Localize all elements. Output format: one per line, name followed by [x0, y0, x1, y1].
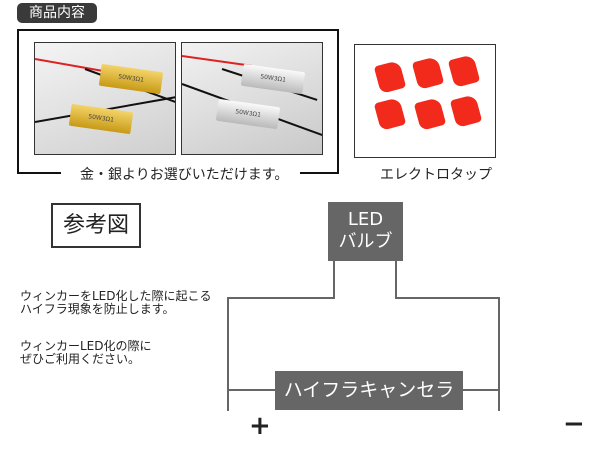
electro-tap-photo — [354, 44, 496, 158]
product-contents-tag: 商品内容 — [17, 3, 97, 23]
description-line: ウィンカーをLED化した際に起こる — [20, 289, 212, 303]
minus-terminal: − — [563, 409, 585, 439]
description-line: ぜひご利用ください。 — [20, 352, 141, 366]
description-line: ウィンカーLED化の際に — [20, 339, 152, 353]
resistor-label: 50W3Ω1 — [215, 98, 281, 130]
silver-resistor-photo: 50W3Ω1 50W3Ω1 — [181, 42, 323, 155]
reference-diagram-title: 参考図 — [51, 203, 141, 248]
resistor-label: 50W3Ω1 — [240, 63, 306, 95]
plus-terminal: + — [249, 411, 271, 441]
gold-resistor-photo: 50W3Ω1 50W3Ω1 — [34, 42, 176, 155]
led-label: LED — [347, 209, 384, 230]
color-choice-caption: 金・銀よりお選びいただけます。 — [80, 164, 289, 184]
hyperflash-canceller-box: ハイフラキャンセラー — [275, 371, 463, 440]
bulb-label: バルブ — [338, 231, 393, 252]
electro-tap-caption: エレクトロタップ — [380, 164, 492, 184]
resistor-label: 50W3Ω1 — [98, 63, 164, 95]
led-bulb-box: LED バルブ — [328, 202, 403, 261]
description-line: ハイフラ現象を防止します。 — [20, 302, 175, 316]
resistor-label: 50W3Ω1 — [68, 103, 134, 135]
